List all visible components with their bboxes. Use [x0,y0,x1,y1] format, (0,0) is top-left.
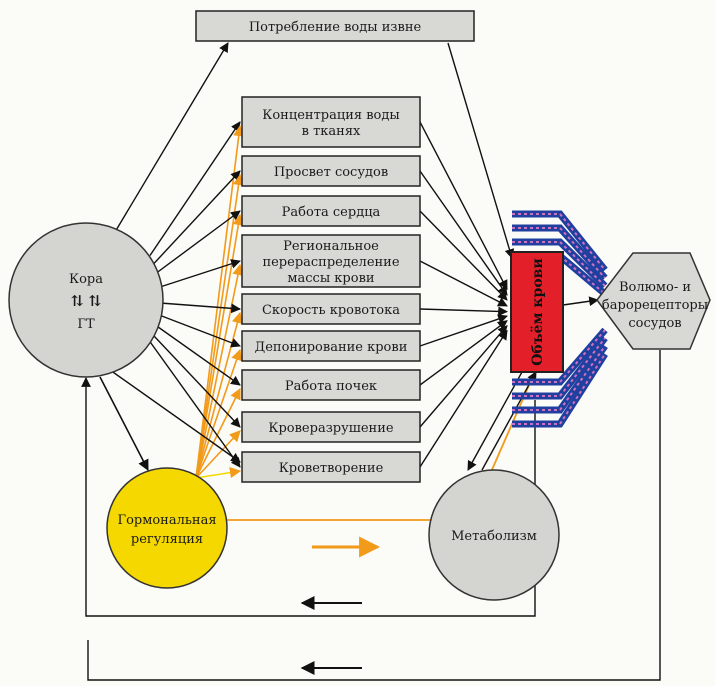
factor-label-3-2: массы крови [287,271,374,286]
cortex-node: Кора ⇅ ⇅ ГТ [8,222,164,378]
factor-label-7-0: Кроверазрушение [268,421,393,436]
factor-label-0-1: в тканях [302,124,361,139]
water-intake-box: Потребление воды извне [195,10,475,42]
hormonal-label-line1: Гормональная [117,513,216,528]
metabolism-label: Метаболизм [451,529,537,544]
receptors-label-line2: барорецепторы [602,298,708,313]
factor-label-1-0: Просвет сосудов [274,165,388,180]
flow-band-6 [512,343,608,414]
factor-box-1: Просвет сосудов [241,155,421,187]
cortex-label: Кора [69,272,103,287]
blood-volume-label: Объём крови [530,258,546,366]
factor-box-5: Депонирование крови [241,330,421,362]
cortex-arrows-icon: ⇅ ⇅ [71,292,101,310]
hormonal-label-line2: регуляция [131,532,203,547]
arrow-layer [81,42,661,681]
factor-box-8: Кроветворение [241,451,421,483]
factor-label-4-0: Скорость кровотока [262,303,400,318]
flow-band-0 [512,210,608,273]
flow-band-4 [512,327,608,386]
factor-label-3-1: перераспределение [262,255,399,270]
factor-box-6: Работа почек [241,369,421,401]
water-intake-label: Потребление воды извне [249,20,422,35]
flow-band-1 [512,224,608,281]
receptors-node: Волюмо- и барорецепторы сосудов [596,252,711,350]
receptors-label-line3: сосудов [628,316,681,331]
factor-box-7: Кроверазрушение [241,411,421,443]
factor-box-4: Скорость кровотока [241,293,421,325]
factor-label-5-0: Депонирование крови [255,340,408,355]
blood-volume-box: Объём крови [510,251,564,373]
factor-box-2: Работа сердца [241,195,421,227]
factor-label-0-0: Концентрация воды [262,108,399,123]
metabolism-node: Метаболизм [428,469,560,601]
factor-label-3-0: Региональное [283,239,379,254]
flow-band-7 [512,352,608,428]
factor-label-6-0: Работа почек [285,379,377,394]
factor-label-2-0: Работа сердца [282,205,381,220]
factor-label-8-0: Кроветворение [279,461,384,476]
flow-band-2 [512,238,608,289]
hormonal-regulation-node: Гормональная регуляция [106,467,228,589]
flow-band-5 [512,335,608,400]
receptors-label-line1: Волюмо- и [619,280,691,295]
hypothalamus-label: ГТ [77,317,95,332]
